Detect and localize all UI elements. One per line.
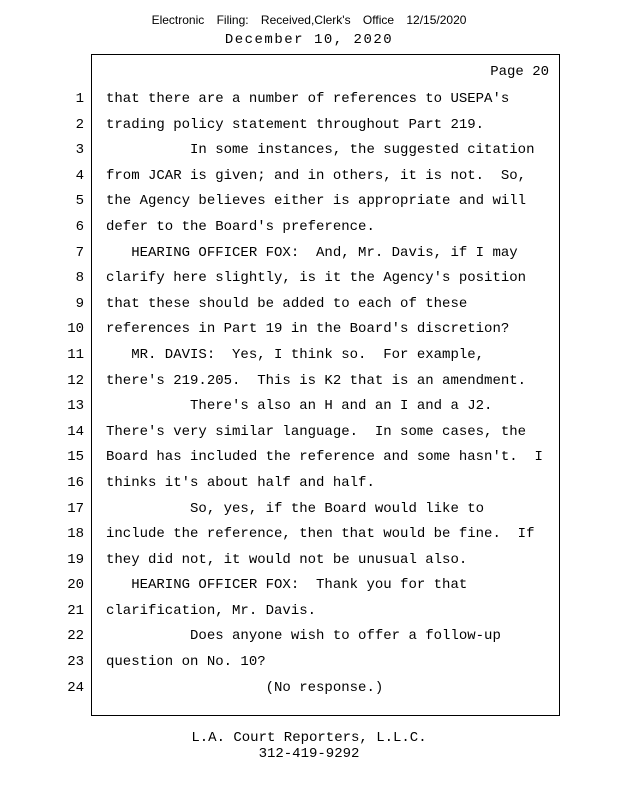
transcript-line: In some instances, the suggested citatio… [106,142,535,159]
reporter-footer: L.A. Court Reporters, L.L.C. 312-419-929… [0,730,618,762]
transcript-page: Page 20 that there are a number of refer… [91,54,560,717]
line-number: 17 [67,500,84,517]
line-number: 23 [67,654,84,671]
page-number-label: Page 20 [490,64,549,80]
transcript-line: they did not, it would not be unusual al… [106,551,468,568]
line-number: 8 [75,270,84,287]
transcript-line: clarify here slightly, is it the Agency'… [106,270,527,287]
transcript-line: that these should be added to each of th… [106,295,468,312]
line-number: 6 [75,218,84,235]
line-number: 7 [75,244,84,261]
line-number: 4 [75,167,84,184]
hearing-date: December 10, 2020 [224,32,394,48]
transcript-line: There's very similar language. In some c… [106,423,527,440]
transcript-line: MR. DAVIS: Yes, I think so. For example, [106,346,485,363]
transcript-line: HEARING OFFICER FOX: Thank you for that [106,577,468,594]
line-number: 19 [67,551,84,568]
transcript-line: clarification, Mr. Davis. [106,602,317,619]
transcript-line: Does anyone wish to offer a follow-up [106,628,501,645]
transcript-line: references in Part 19 in the Board's dis… [106,321,510,338]
transcript-line: include the reference, then that would b… [106,526,535,543]
transcript-line: question on No. 10? [106,654,266,671]
transcript-line: Board has included the reference and som… [106,449,543,466]
transcript-line: So, yes, if the Board would like to [106,500,485,517]
line-number: 21 [67,602,84,619]
reporter-company: L.A. Court Reporters, L.L.C. [191,730,427,747]
transcript-line: there's 219.205. This is K2 that is an a… [106,372,527,389]
transcript-line: thinks it's about half and half. [106,474,375,491]
line-number: 9 [75,295,84,312]
line-number: 14 [67,423,84,440]
transcript-line: There's also an H and an I and a J2. [106,398,493,415]
line-number: 18 [67,526,84,543]
line-number: 24 [67,679,84,696]
transcript-line: the Agency believes either is appropriat… [106,193,527,210]
line-number: 2 [75,116,84,133]
transcript-lines: that there are a number of references to… [106,87,551,701]
document-header: Electronic Filing: Received,Clerk's Offi… [0,0,618,48]
line-number: 13 [67,398,84,415]
line-number: 22 [67,628,84,645]
line-number: 1 [75,91,84,107]
transcript-line: from JCAR is given; and in others, it is… [106,167,527,184]
line-number: 20 [67,577,84,594]
transcript-line: trading policy statement throughout Part… [106,116,485,133]
transcript-line: (No response.) [106,679,384,696]
line-number: 5 [75,193,84,210]
line-number: 11 [67,346,84,363]
line-number: 16 [67,474,84,491]
transcript-line: that there are a number of references to… [106,91,510,107]
transcript-line: HEARING OFFICER FOX: And, Mr. Davis, if … [106,244,518,261]
line-number: 12 [67,372,84,389]
line-number: 3 [75,142,84,159]
line-number: 15 [67,449,84,466]
transcript-line: defer to the Board's preference. [106,218,375,235]
reporter-phone: 312-419-9292 [258,746,360,763]
line-number: 10 [67,321,84,338]
filing-stamp: Electronic Filing: Received,Clerk's Offi… [151,13,467,27]
